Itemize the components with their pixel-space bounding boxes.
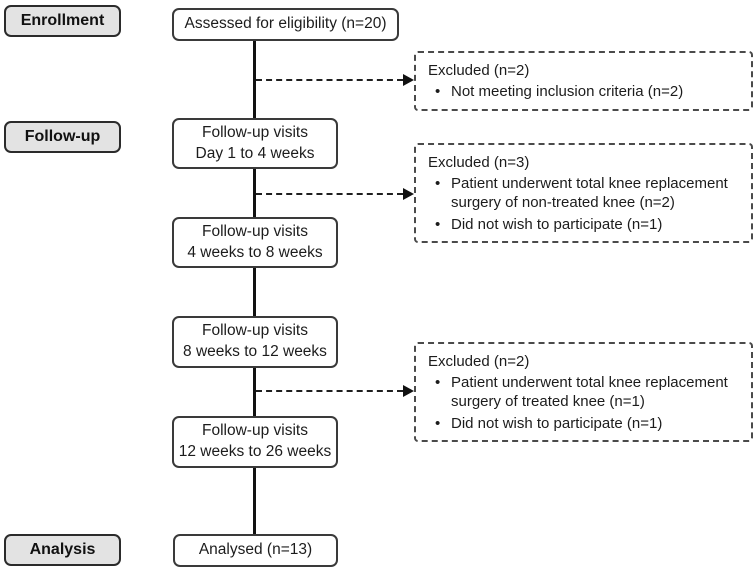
dashed-arrow-exclusion-1 bbox=[256, 79, 403, 81]
flow-box-line: Day 1 to 4 weeks bbox=[195, 144, 315, 162]
exclusion-title: Excluded (n=2) bbox=[428, 62, 530, 79]
exclusion-title: Excluded (n=3) bbox=[428, 154, 530, 171]
stage-label-text: Enrollment bbox=[20, 12, 105, 29]
flow-box-line: 12 weeks to 26 weeks bbox=[178, 443, 332, 460]
flow-box-line: Analysed (n=13) bbox=[198, 541, 313, 559]
exclusion-bullet-text: Patient underwent total knee replacement… bbox=[451, 374, 728, 411]
exclusion-bullet: • Patient underwent total knee replaceme… bbox=[428, 373, 739, 411]
exclusion-bullet-text: Did not wish to participate (n=1) bbox=[451, 414, 663, 432]
bullet-icon: • bbox=[435, 414, 441, 432]
bullet-icon: • bbox=[435, 215, 441, 233]
exclusion-bullet: • Patient underwent total knee replaceme… bbox=[428, 174, 739, 212]
flow-box-line: Follow-up visits bbox=[202, 222, 308, 240]
exclusion-bullet-text: Not meeting inclusion criteria (n=2) bbox=[451, 83, 684, 101]
dashed-arrow-exclusion-3 bbox=[256, 390, 403, 392]
flow-box-line: 4 weeks to 8 weeks bbox=[187, 243, 323, 261]
exclusion-bullet-text: Patient underwent total knee replacement… bbox=[451, 175, 728, 212]
flow-box-followup-8w-12w: Follow-up visits 8 weeks to 12 weeks bbox=[172, 316, 338, 368]
flow-box-followup-4w-8w: Follow-up visits 4 weeks to 8 weeks bbox=[172, 217, 338, 268]
flow-box-followup-day1-4w: Follow-up visits Day 1 to 4 weeks bbox=[172, 118, 338, 169]
exclusion-bullet: • Did not wish to participate (n=1) bbox=[428, 414, 739, 433]
flow-box-line: Follow-up visits bbox=[202, 422, 308, 440]
arrowhead-icon bbox=[403, 385, 414, 397]
stage-label-text: Analysis bbox=[29, 541, 96, 558]
flow-box-line: Follow-up visits bbox=[202, 322, 308, 340]
bullet-icon: • bbox=[435, 374, 441, 392]
exclusion-box-1: Excluded (n=2) • Not meeting inclusion c… bbox=[414, 51, 753, 111]
stage-label-enrollment: Enrollment bbox=[4, 5, 121, 37]
flow-box-followup-12w-26w: Follow-up visits 12 weeks to 26 weeks bbox=[172, 416, 338, 468]
flow-box-analysed: Analysed (n=13) bbox=[173, 534, 338, 567]
exclusion-bullet: • Not meeting inclusion criteria (n=2) bbox=[428, 82, 739, 101]
stage-label-analysis: Analysis bbox=[4, 534, 121, 566]
vertical-connector-line bbox=[253, 40, 256, 534]
stage-label-text: Follow-up bbox=[24, 128, 101, 145]
bullet-icon: • bbox=[435, 175, 441, 193]
stage-label-followup: Follow-up bbox=[4, 121, 121, 153]
flow-box-line: 8 weeks to 12 weeks bbox=[183, 343, 327, 360]
arrowhead-icon bbox=[403, 188, 414, 200]
exclusion-box-2: Excluded (n=3) • Patient underwent total… bbox=[414, 143, 753, 243]
exclusion-title: Excluded (n=2) bbox=[428, 353, 530, 370]
bullet-icon: • bbox=[435, 83, 441, 101]
arrowhead-icon bbox=[403, 74, 414, 86]
exclusion-bullet-text: Did not wish to participate (n=1) bbox=[451, 215, 663, 233]
dashed-arrow-exclusion-2 bbox=[256, 193, 403, 195]
flow-box-line: Follow-up visits bbox=[202, 123, 308, 141]
exclusion-bullet: • Did not wish to participate (n=1) bbox=[428, 215, 739, 234]
exclusion-box-3: Excluded (n=2) • Patient underwent total… bbox=[414, 342, 753, 442]
flow-box-line: Assessed for eligibility (n=20) bbox=[184, 15, 387, 33]
flow-box-assessed-eligibility: Assessed for eligibility (n=20) bbox=[172, 8, 399, 41]
